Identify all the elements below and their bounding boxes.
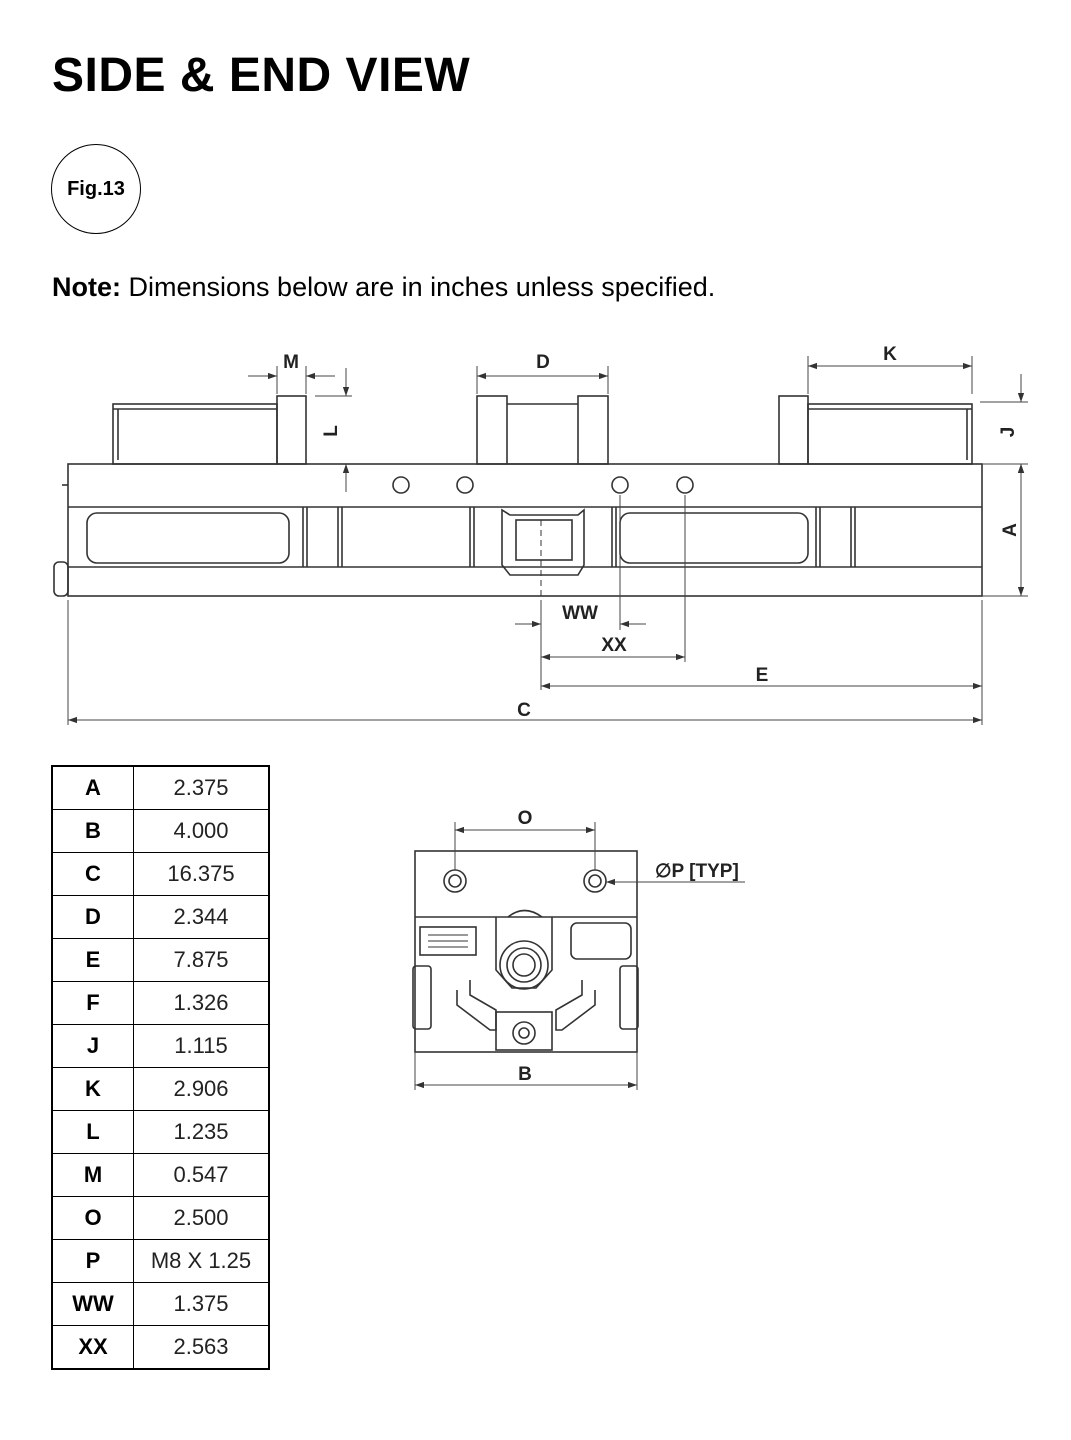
dimension-key: L — [51, 1110, 134, 1154]
dimension-key: J — [51, 1024, 134, 1068]
dimension-key: F — [51, 981, 134, 1025]
figure-label: Fig.13 — [67, 177, 125, 200]
end-hole-left — [443, 869, 467, 893]
jaw-block-left — [276, 395, 307, 465]
dimension-key: C — [51, 852, 134, 896]
dimension-key: E — [51, 938, 134, 982]
dimension-value: 4.000 — [133, 809, 270, 853]
nameplate — [419, 926, 477, 956]
vise-body — [67, 463, 983, 597]
jaw-block-center-left — [476, 395, 508, 465]
dimension-value: 1.375 — [133, 1282, 270, 1326]
dimension-value: 0.547 — [133, 1153, 270, 1197]
end-body — [414, 850, 638, 1053]
dimension-key: K — [51, 1067, 134, 1111]
center-bore — [499, 940, 549, 990]
dimension-value: 2.344 — [133, 895, 270, 939]
dimension-key: P — [51, 1239, 134, 1283]
dimension-key: D — [51, 895, 134, 939]
dimension-key: O — [51, 1196, 134, 1240]
label-o: O — [518, 808, 533, 829]
note-text: Dimensions below are in inches unless sp… — [121, 272, 716, 302]
label-l: L — [321, 425, 342, 437]
dimension-value: 1.115 — [133, 1024, 270, 1068]
dimension-value: 2.375 — [133, 765, 270, 810]
label-m: M — [283, 352, 299, 373]
end-hole-right — [583, 869, 607, 893]
jaw-block-center-right — [577, 395, 609, 465]
note-label: Note: — [52, 272, 121, 302]
label-k: K — [883, 344, 897, 365]
label-c: C — [517, 700, 531, 721]
lower-block — [495, 1011, 553, 1051]
jaw-plate-right — [807, 403, 973, 465]
dimension-value: 2.500 — [133, 1196, 270, 1240]
dimension-value: 16.375 — [133, 852, 270, 896]
side-slot-left — [86, 512, 290, 564]
end-view-dimensions — [414, 822, 745, 1090]
label-a: A — [1000, 523, 1021, 537]
label-e: E — [756, 665, 769, 686]
jaw-plate-left — [112, 403, 278, 465]
label-b: B — [518, 1064, 532, 1085]
end-view — [412, 850, 639, 1053]
side-view — [53, 395, 983, 600]
end-view-labels: O ∅P [TYP] B — [518, 808, 739, 1085]
figure-badge: Fig.13 — [51, 144, 141, 234]
label-p: ∅P [TYP] — [655, 861, 739, 882]
dimension-value: 7.875 — [133, 938, 270, 982]
side-hole — [676, 476, 694, 494]
side-hole — [611, 476, 629, 494]
dimension-value: 1.326 — [133, 981, 270, 1025]
jaw-block-right — [778, 395, 809, 465]
page-title: SIDE & END VIEW — [52, 49, 471, 102]
dimension-value: 2.563 — [133, 1325, 270, 1370]
side-hole — [456, 476, 474, 494]
dimension-value: 2.906 — [133, 1067, 270, 1111]
label-j: J — [998, 427, 1019, 438]
side-slot-right — [619, 512, 809, 564]
label-xx: XX — [601, 635, 627, 656]
units-note: Note: Dimensions below are in inches unl… — [52, 271, 715, 303]
dimension-key: XX — [51, 1325, 134, 1370]
side-view-labels: M D K L J A WW XX E C — [283, 344, 1021, 721]
side-hole — [392, 476, 410, 494]
dimension-key: WW — [51, 1282, 134, 1326]
dimension-key: B — [51, 809, 134, 853]
dimension-value: 1.235 — [133, 1110, 270, 1154]
dimension-key: M — [51, 1153, 134, 1197]
dimension-value: M8 X 1.25 — [133, 1239, 270, 1283]
label-d: D — [536, 352, 550, 373]
dimension-key: A — [51, 765, 134, 810]
label-ww: WW — [562, 603, 598, 624]
side-view-dimensions — [67, 356, 1028, 725]
